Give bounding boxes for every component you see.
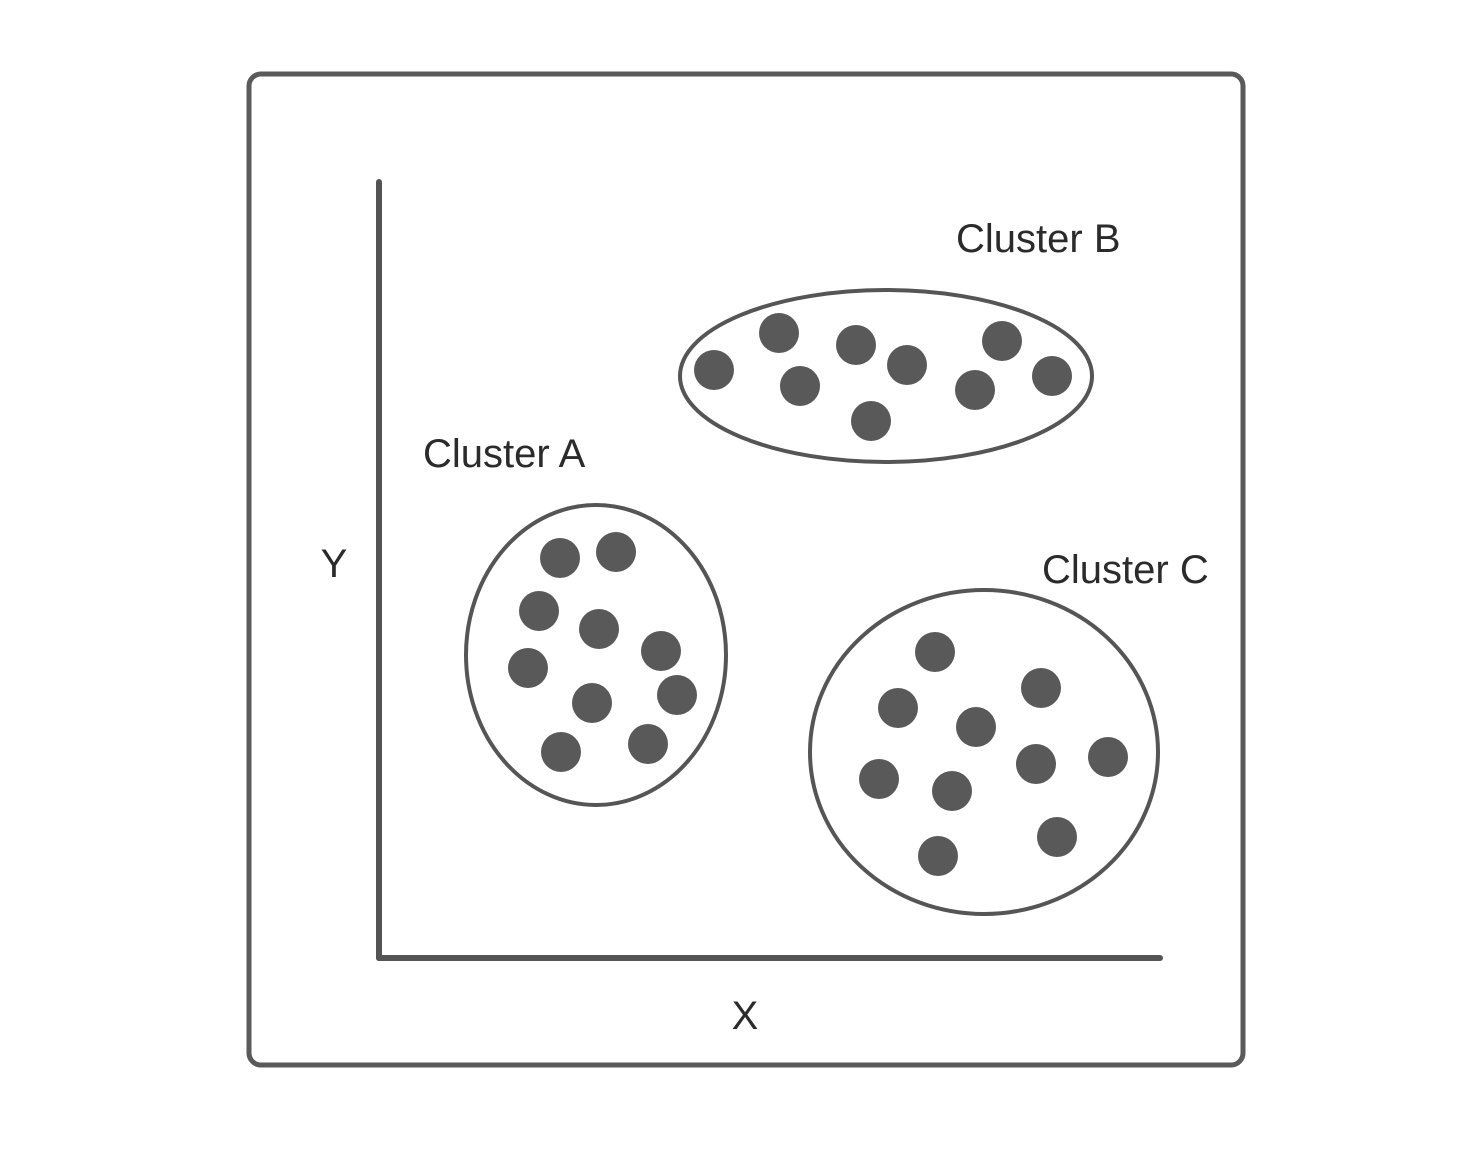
cluster-c-point-2 <box>1021 668 1061 708</box>
cluster-a-boundary <box>464 503 728 807</box>
cluster-c: Cluster C <box>808 548 1209 916</box>
cluster-b-point-6 <box>851 401 891 441</box>
cluster-b-boundary <box>678 288 1094 464</box>
cluster-a-point-10 <box>628 724 668 764</box>
cluster-b: Cluster B <box>678 217 1121 464</box>
cluster-b-points <box>694 313 1072 441</box>
cluster-b-point-7 <box>982 321 1022 361</box>
cluster-a-label: Cluster A <box>423 432 586 476</box>
cluster-b-point-8 <box>955 370 995 410</box>
cluster-b-point-1 <box>694 350 734 390</box>
diagram-frame <box>246 71 1246 1068</box>
cluster-a-point-3 <box>519 591 559 631</box>
cluster-b-point-5 <box>887 345 927 385</box>
cluster-c-point-8 <box>1088 737 1128 777</box>
cluster-c-point-9 <box>1037 817 1077 857</box>
cluster-a-point-7 <box>572 683 612 723</box>
cluster-b-label: Cluster B <box>956 217 1121 261</box>
cluster-a-point-6 <box>508 648 548 688</box>
cluster-b-point-3 <box>780 366 820 406</box>
cluster-a-point-8 <box>657 675 697 715</box>
cluster-c-point-4 <box>956 707 996 747</box>
cluster-c-point-6 <box>932 771 972 811</box>
cluster-a-points <box>508 532 697 772</box>
cluster-c-point-5 <box>859 759 899 799</box>
cluster-b-point-2 <box>759 313 799 353</box>
cluster-c-boundary <box>808 588 1160 916</box>
y-axis-label: Y <box>321 542 348 586</box>
cluster-a-point-5 <box>641 631 681 671</box>
x-axis-label: X <box>732 994 759 1038</box>
cluster-a-point-1 <box>540 538 580 578</box>
cluster-c-point-3 <box>878 688 918 728</box>
cluster-b-point-9 <box>1032 356 1072 396</box>
cluster-a: Cluster A <box>423 432 728 807</box>
cluster-c-point-10 <box>918 836 958 876</box>
cluster-a-point-4 <box>579 609 619 649</box>
cluster-a-point-2 <box>596 532 636 572</box>
cluster-a-point-9 <box>541 732 581 772</box>
cluster-c-point-1 <box>915 632 955 672</box>
cluster-c-point-7 <box>1016 744 1056 784</box>
cluster-c-label: Cluster C <box>1042 548 1209 592</box>
cluster-c-points <box>859 632 1128 876</box>
cluster-b-point-4 <box>836 325 876 365</box>
